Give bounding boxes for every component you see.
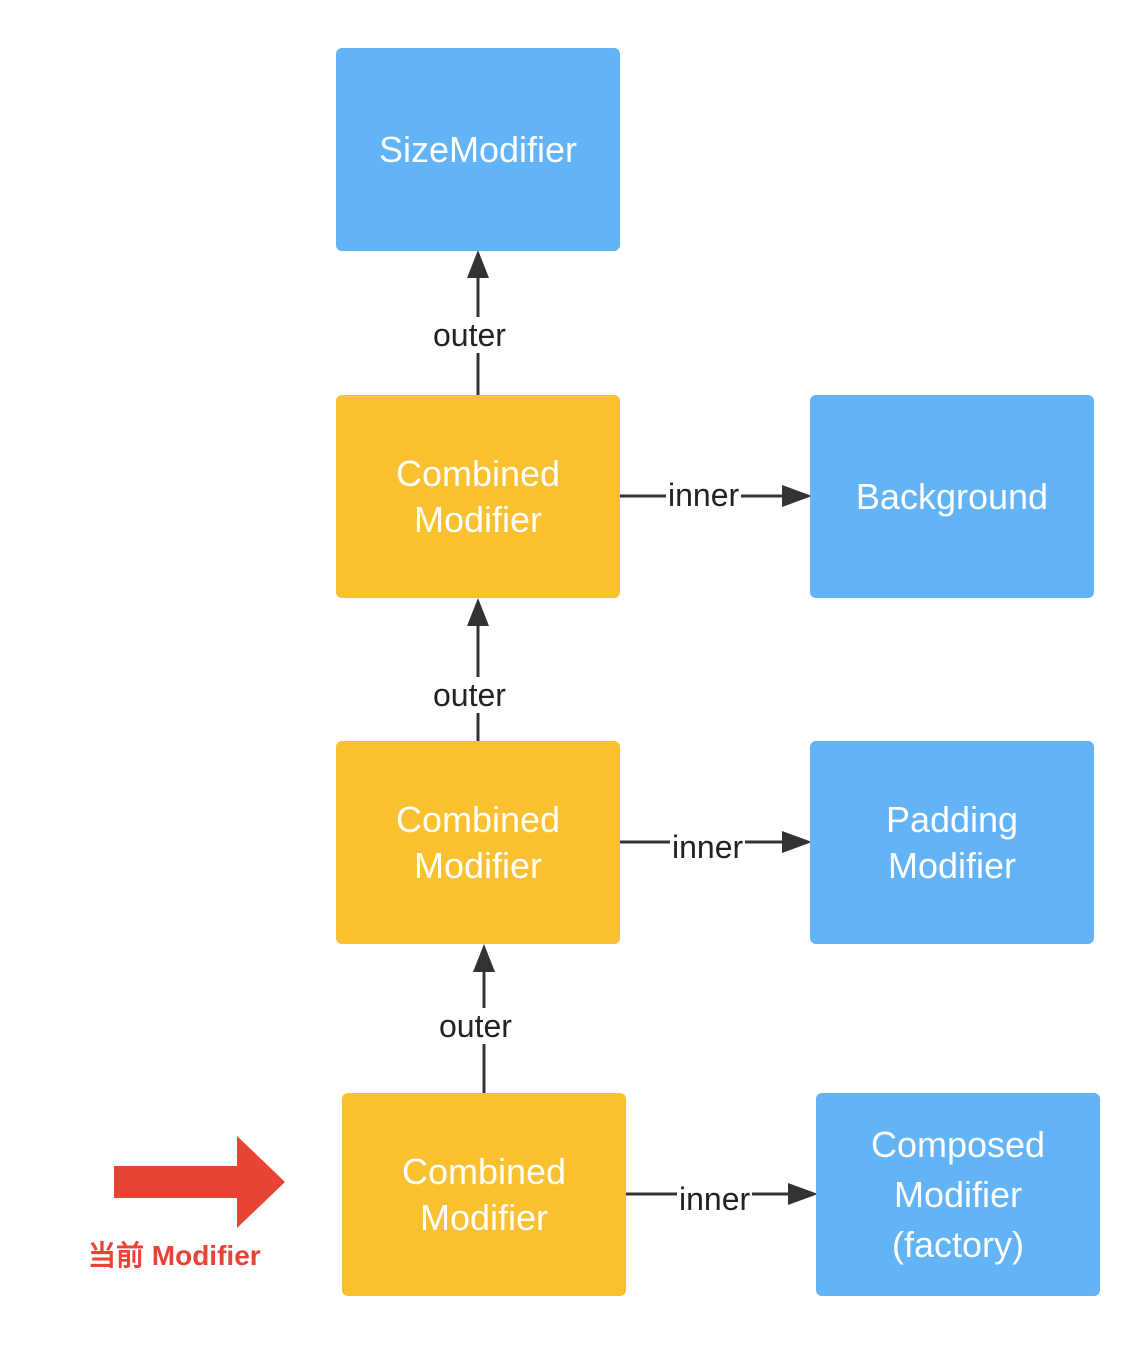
- node-composed-modifier: Composed Modifier (factory): [816, 1093, 1100, 1296]
- edge-label-inner-bottom: inner: [677, 1181, 753, 1217]
- outer-arrowhead-middle: [467, 598, 489, 626]
- node-size-modifier: SizeModifier: [336, 48, 620, 251]
- node-combined-middle: Combined Modifier: [336, 741, 620, 944]
- edge-label-inner-top: inner: [666, 477, 742, 513]
- inner-arrowhead-top: [782, 485, 812, 507]
- edge-label-outer-top: outer: [431, 317, 508, 353]
- node-combined-top: Combined Modifier: [336, 395, 620, 598]
- current-pointer-arrow: [114, 1136, 285, 1228]
- node-padding-modifier: Padding Modifier: [810, 741, 1094, 944]
- node-combined-middle-label: Combined Modifier: [395, 798, 561, 886]
- edge-label-outer-bottom: outer: [437, 1008, 514, 1044]
- edge-label-inner-middle: inner: [670, 829, 746, 865]
- node-size-modifier-label: SizeModifier: [378, 128, 578, 170]
- current-modifier-label: 当前 Modifier: [88, 1240, 261, 1271]
- inner-arrowhead-bottom: [788, 1183, 818, 1205]
- node-background-label: Background: [855, 475, 1049, 517]
- outer-arrowhead-top: [467, 250, 489, 278]
- node-combined-bottom-label: Combined Modifier: [401, 1150, 567, 1238]
- node-padding-modifier-label: Padding Modifier: [885, 798, 1019, 886]
- node-combined-bottom: Combined Modifier: [342, 1093, 626, 1296]
- node-composed-modifier-label: Composed Modifier (factory): [870, 1123, 1046, 1265]
- edge-label-outer-middle: outer: [431, 677, 508, 713]
- inner-arrowhead-middle: [782, 831, 812, 853]
- outer-arrowhead-bottom: [473, 944, 495, 972]
- node-background: Background: [810, 395, 1094, 598]
- node-combined-top-label: Combined Modifier: [395, 452, 561, 540]
